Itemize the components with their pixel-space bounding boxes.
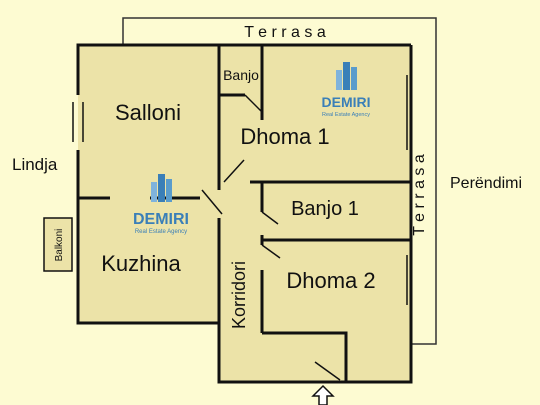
korridori-label: Korridori [229,261,249,329]
balkoni-label: Balkoni [54,229,65,262]
dhoma2-label: Dhoma 2 [286,268,375,293]
windows [72,75,408,305]
demiri-logo [336,62,357,90]
logo-tagline-text: Real Estate Agency [322,112,370,118]
perendimi-label: Perëndimi [450,175,522,192]
logo-brand-text: DEMIRI [322,94,371,110]
apartment-floor [78,45,411,382]
dhoma1-label: Dhoma 1 [240,124,329,149]
salloni-label: Salloni [115,100,181,125]
banjo1-label: Banjo 1 [291,198,359,220]
demiri-logo [151,174,172,202]
terrasa-top-label: T e r r a s a [244,24,326,41]
banjo-small-label: Banjo [223,67,259,83]
terrace-outline [122,17,437,345]
balcony [43,217,73,272]
interior-walls [78,45,411,382]
up-arrow-icon [311,384,335,405]
kuzhina-label: Kuzhina [101,251,181,276]
lindja-label: Lindja [12,155,58,174]
logo-tagline-text: Real Estate Agency [135,229,187,235]
logo-brand-text: DEMIRI [133,211,189,228]
terrasa-right-label: T e r r a s a [411,154,428,236]
outer-walls [76,43,413,384]
doors [201,94,341,381]
